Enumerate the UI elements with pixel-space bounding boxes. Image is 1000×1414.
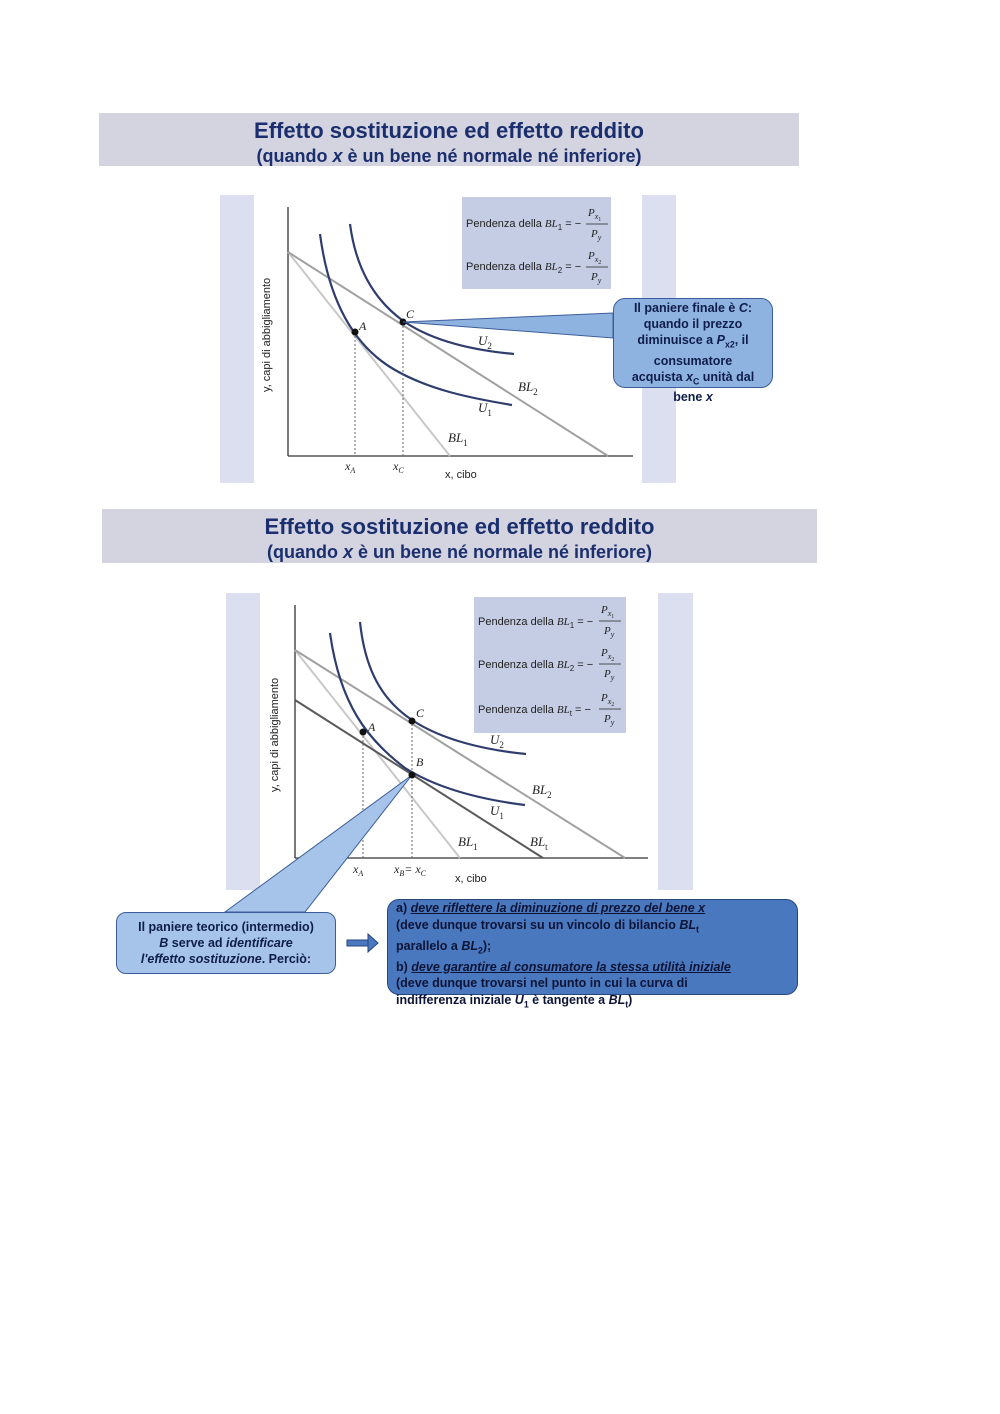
slide2-legend-row-1: Pendenza della BL1 = − Px1 Py [478, 604, 621, 639]
slide1-title-bar: Effetto sostituzione ed effetto reddito … [99, 113, 799, 166]
slide1-bl2 [287, 251, 609, 457]
slide2-label-b: B [416, 755, 424, 769]
slide2-callout-pointer [223, 774, 413, 913]
slide1-tick-xc: xC [392, 459, 404, 475]
slide2-label-a: A [367, 720, 376, 734]
slide2-bl1 [294, 649, 461, 859]
slide2-label-c: C [416, 706, 425, 720]
slide2-blt [294, 699, 544, 859]
slide1-bl1 [287, 251, 451, 457]
slide1-legend-row-2: Pendenza della BL2 = − Px2 Py [466, 250, 608, 285]
slide2-title-bar: Effetto sostituzione ed effetto reddito … [102, 509, 817, 563]
slide2-title: Effetto sostituzione ed effetto reddito [264, 514, 655, 539]
slide2-label-bl1: BL1 [458, 834, 478, 852]
slide1-callout-final-basket: Il paniere finale è C: quando il prezzo … [613, 298, 773, 404]
svg-text:Pendenza della BLt = −: Pendenza della BLt = − [478, 704, 591, 718]
slide2-label-u2: U2 [490, 732, 504, 750]
slide1-point-a [351, 328, 359, 336]
svg-text:Py: Py [590, 271, 602, 285]
slide2-legend-box [474, 597, 626, 733]
slide2-chart: A B C U2 U1 BL2 BL1 BLt xA xB= xC x, cib… [223, 597, 648, 954]
slide1-u1-curve [318, 233, 513, 407]
slide1-label-bl1: BL1 [448, 430, 468, 448]
slide2-left-band [226, 593, 260, 890]
svg-text:Px2: Px2 [600, 647, 614, 663]
slide2-x-axis-label: x, cibo [455, 873, 487, 885]
svg-text:Py: Py [603, 668, 615, 682]
svg-text:Py: Py [603, 713, 615, 727]
slide1-legend-row-1: Pendenza della BL1 = − Px1 Py [466, 207, 608, 242]
svg-text:Px2: Px2 [587, 250, 601, 266]
slide2-right-band [658, 593, 693, 890]
svg-text:Py: Py [590, 228, 602, 242]
slide1-label-bl2: BL2 [518, 379, 538, 397]
slide1-x-axis-label: x, cibo [445, 469, 477, 481]
svg-text:Pendenza della BL2 = −: Pendenza della BL2 = − [478, 659, 593, 673]
arrow-right-icon [346, 932, 379, 954]
slide1-chart: A C U2 U1 BL2 BL1 xA xC x, cibo y, capi … [261, 197, 633, 481]
slide1-subtitle: (quando x è un bene né normale né inferi… [256, 146, 642, 166]
slide2-label-bl2: BL2 [532, 782, 552, 800]
slide1-label-c: C [406, 307, 415, 321]
slide2-callout-theoretical-basket: Il paniere teorico (intermedio) B serve … [116, 912, 336, 974]
slide1-label-u1: U1 [478, 400, 492, 418]
slide2-callout-conditions: a) deve riflettere la diminuzione di pre… [387, 899, 798, 1009]
slide2-u1-curve [328, 632, 526, 807]
slide2-legend-row-2: Pendenza della BL2 = − Px2 Py [478, 647, 621, 682]
slide2-point-c [408, 717, 416, 725]
slide2-tick-xa: xA [352, 862, 363, 878]
slide2-tick-xbc: xB= xC [393, 862, 427, 878]
svg-text:Pendenza della BL1 = −: Pendenza della BL1 = − [466, 218, 581, 232]
slide2-label-blt: BLt [530, 834, 548, 852]
slide1-legend-box [462, 197, 611, 289]
svg-text:Px2: Px2 [600, 692, 614, 708]
slide1-y-axis-label: y, capi di abbigliamento [261, 278, 273, 392]
slide2-bl2 [294, 649, 626, 859]
slide2-label-u1: U1 [490, 803, 504, 821]
slide1-left-band [220, 195, 254, 483]
svg-text:Px1: Px1 [587, 207, 601, 223]
slide1-title: Effetto sostituzione ed effetto reddito [254, 118, 644, 143]
slide1-tick-xa: xA [344, 459, 355, 475]
slide2-point-b [408, 771, 416, 779]
slide2-point-a [359, 728, 367, 736]
svg-text:Px1: Px1 [600, 604, 614, 620]
slide1-label-u2: U2 [478, 333, 492, 351]
svg-text:Py: Py [603, 625, 615, 639]
slide2-y-axis-label: y, capi di abbigliamento [269, 678, 281, 792]
slide1-label-a: A [358, 319, 367, 333]
slide2-legend-row-3: Pendenza della BLt = − Px2 Py [478, 692, 621, 727]
slide2-subtitle: (quando x è un bene né normale né inferi… [266, 542, 653, 562]
svg-text:Pendenza della BL2 = −: Pendenza della BL2 = − [466, 261, 581, 275]
svg-text:Pendenza della BL1 = −: Pendenza della BL1 = − [478, 616, 593, 630]
